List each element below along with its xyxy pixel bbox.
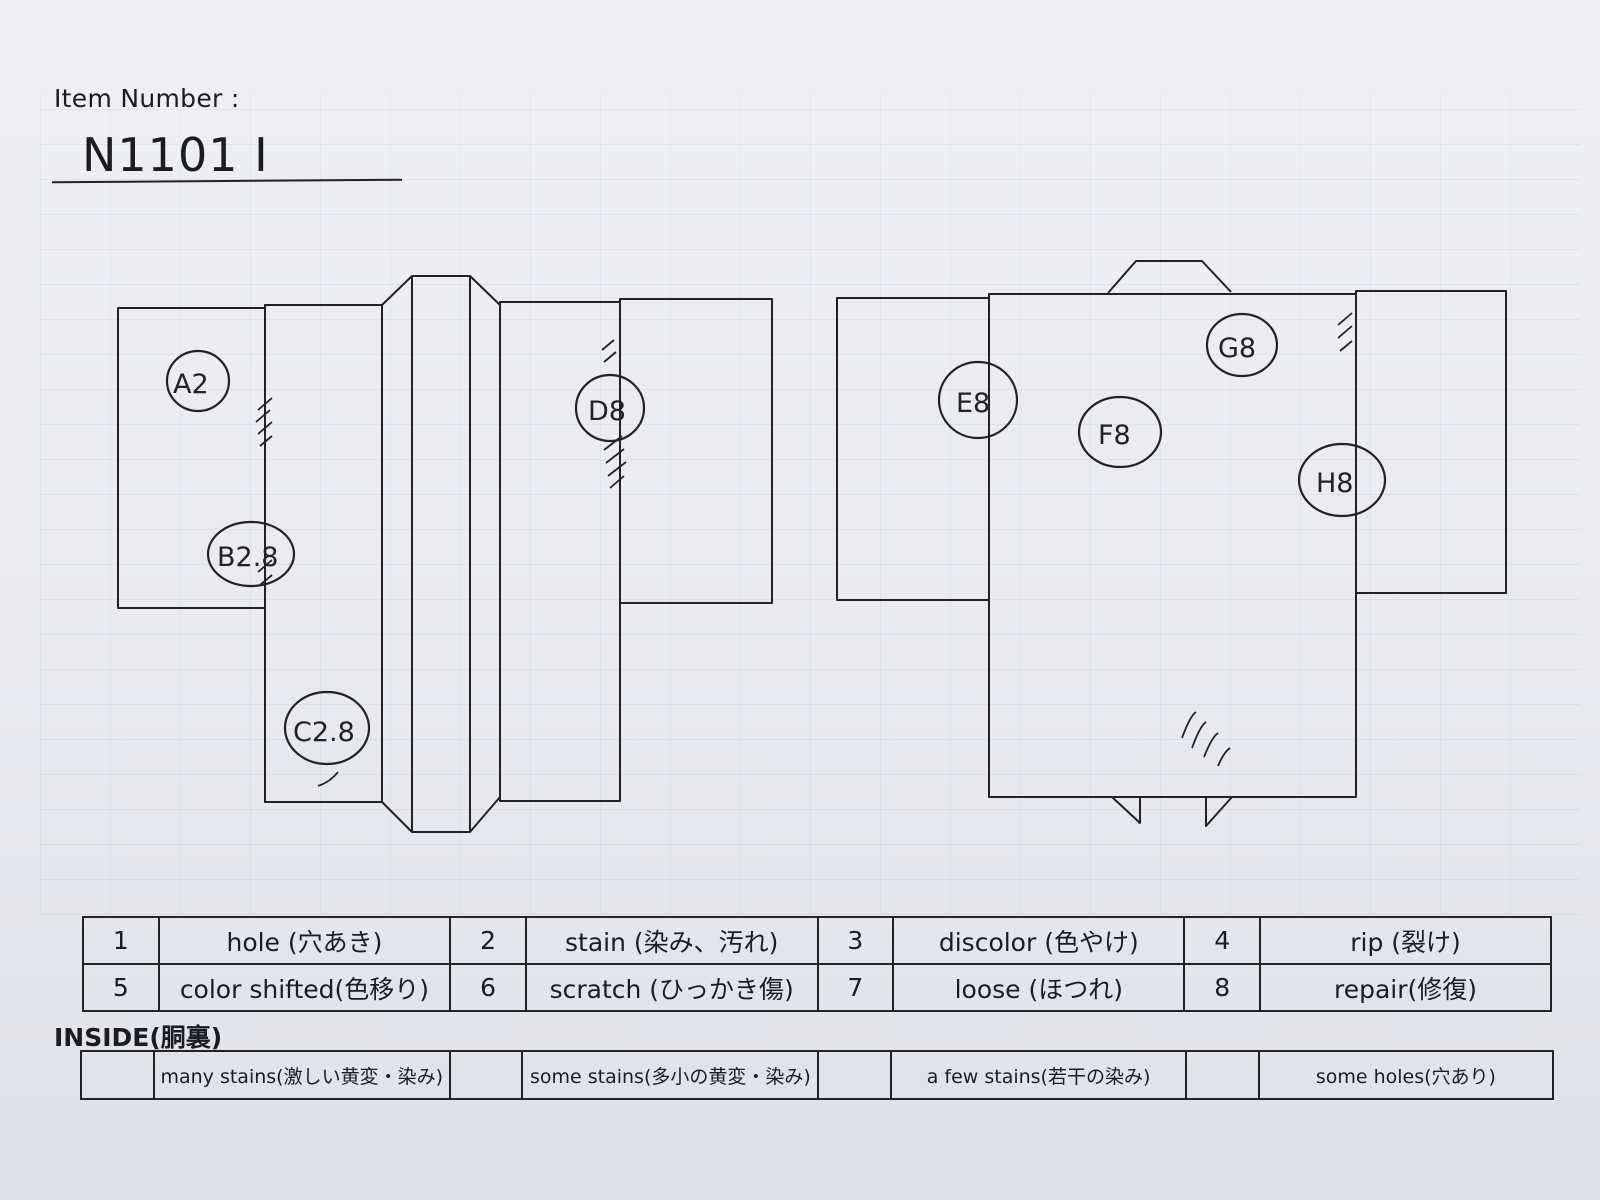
inside-label: some stains(多小の黄変・染み) [521,1050,820,1100]
annotation-h: H8 [1316,468,1353,499]
inside-label: a few stains(若干の染み) [890,1050,1187,1100]
inside-checkbox-cell [817,1050,893,1100]
inside-checkbox-cell [1184,1050,1260,1100]
legend-code: 8 [1183,963,1262,1012]
inside-condition-table: many stains(激しい黄変・染み) some stains(多小の黄変・… [80,1050,1555,1100]
annotation-b: B2.8 [217,542,278,573]
mark-c-tail [317,771,339,787]
inside-checkbox-cell [80,1050,155,1100]
mark-back-hem [1181,711,1231,767]
legend-row: 1 hole (穴あき) 2 stain (染み、汚れ) 3 discolor … [82,916,1552,965]
inside-checkbox-cell [448,1050,524,1100]
circle-f [1077,395,1163,469]
kimono-diagram: A2 B2.8 C2.8 D8 E8 F8 G8 H8 [117,260,1507,833]
back-hem-tab-left [1111,796,1141,824]
defect-marks [255,312,1353,787]
mark-front-left-seam [255,397,273,447]
back-hem-tab-right [1205,796,1233,827]
legend-code: 1 [82,916,160,965]
annotation-c: C2.8 [293,717,355,748]
annotation-g: G8 [1218,333,1256,364]
legend-code: 6 [449,963,527,1012]
back-left-sleeve [836,297,990,601]
front-right-sleeve [619,298,773,604]
legend-label: stain (染み、汚れ) [524,916,819,965]
circle-g [1205,312,1279,378]
back-body [988,293,1357,798]
legend-code: 4 [1183,916,1262,965]
annotation-d: D8 [588,396,626,427]
kimono-back-outline [836,260,1507,827]
legend-label: loose (ほつれ) [892,963,1186,1012]
circle-a [165,349,231,413]
legend-label: color shifted(色移り) [157,963,452,1012]
circle-d [574,373,646,443]
circle-c [283,690,371,766]
legend-label: repair(修復) [1259,963,1552,1012]
legend-label: scratch (ひっかき傷) [524,963,819,1012]
legend-code: 2 [449,916,527,965]
legend-code: 5 [82,963,160,1012]
defect-circles [165,312,1387,766]
legend-label: rip (裂け) [1259,916,1552,965]
mark-back-right-seam [1337,312,1353,352]
inside-label: many stains(激しい黄変・染み) [152,1050,451,1100]
kimono-front-outline [117,275,773,833]
legend-row: 5 color shifted(色移り) 6 scratch (ひっかき傷) 7… [82,963,1552,1012]
item-number-value: N1101 I [82,128,269,182]
mark-front-left-seam-lower [257,559,273,586]
inside-section-title: INSIDE(胴裏) [54,1023,223,1052]
circle-b [206,520,296,588]
circle-h [1297,442,1387,518]
back-collar-tab [1107,260,1232,294]
front-collar-band [381,275,501,833]
defect-legend-table: 1 hole (穴あき) 2 stain (染み、汚れ) 3 discolor … [82,916,1552,1012]
legend-code: 7 [816,963,895,1012]
legend-code: 3 [816,916,895,965]
annotation-a: A2 [173,369,209,400]
back-right-sleeve [1355,290,1507,594]
legend-label: hole (穴あき) [157,916,452,965]
legend-label: discolor (色やけ) [892,916,1186,965]
inside-row: many stains(激しい黄変・染み) some stains(多小の黄変・… [80,1050,1555,1100]
mark-front-right-seam-lower [603,435,627,489]
annotation-f: F8 [1098,420,1131,451]
bleed-through-grid [40,95,1580,915]
inside-label: some holes(穴あり) [1257,1050,1555,1100]
circle-e [937,360,1019,440]
mark-front-right-seam-upper [601,339,617,363]
item-number-label: Item Number : [54,84,240,113]
annotation-e: E8 [956,388,990,419]
